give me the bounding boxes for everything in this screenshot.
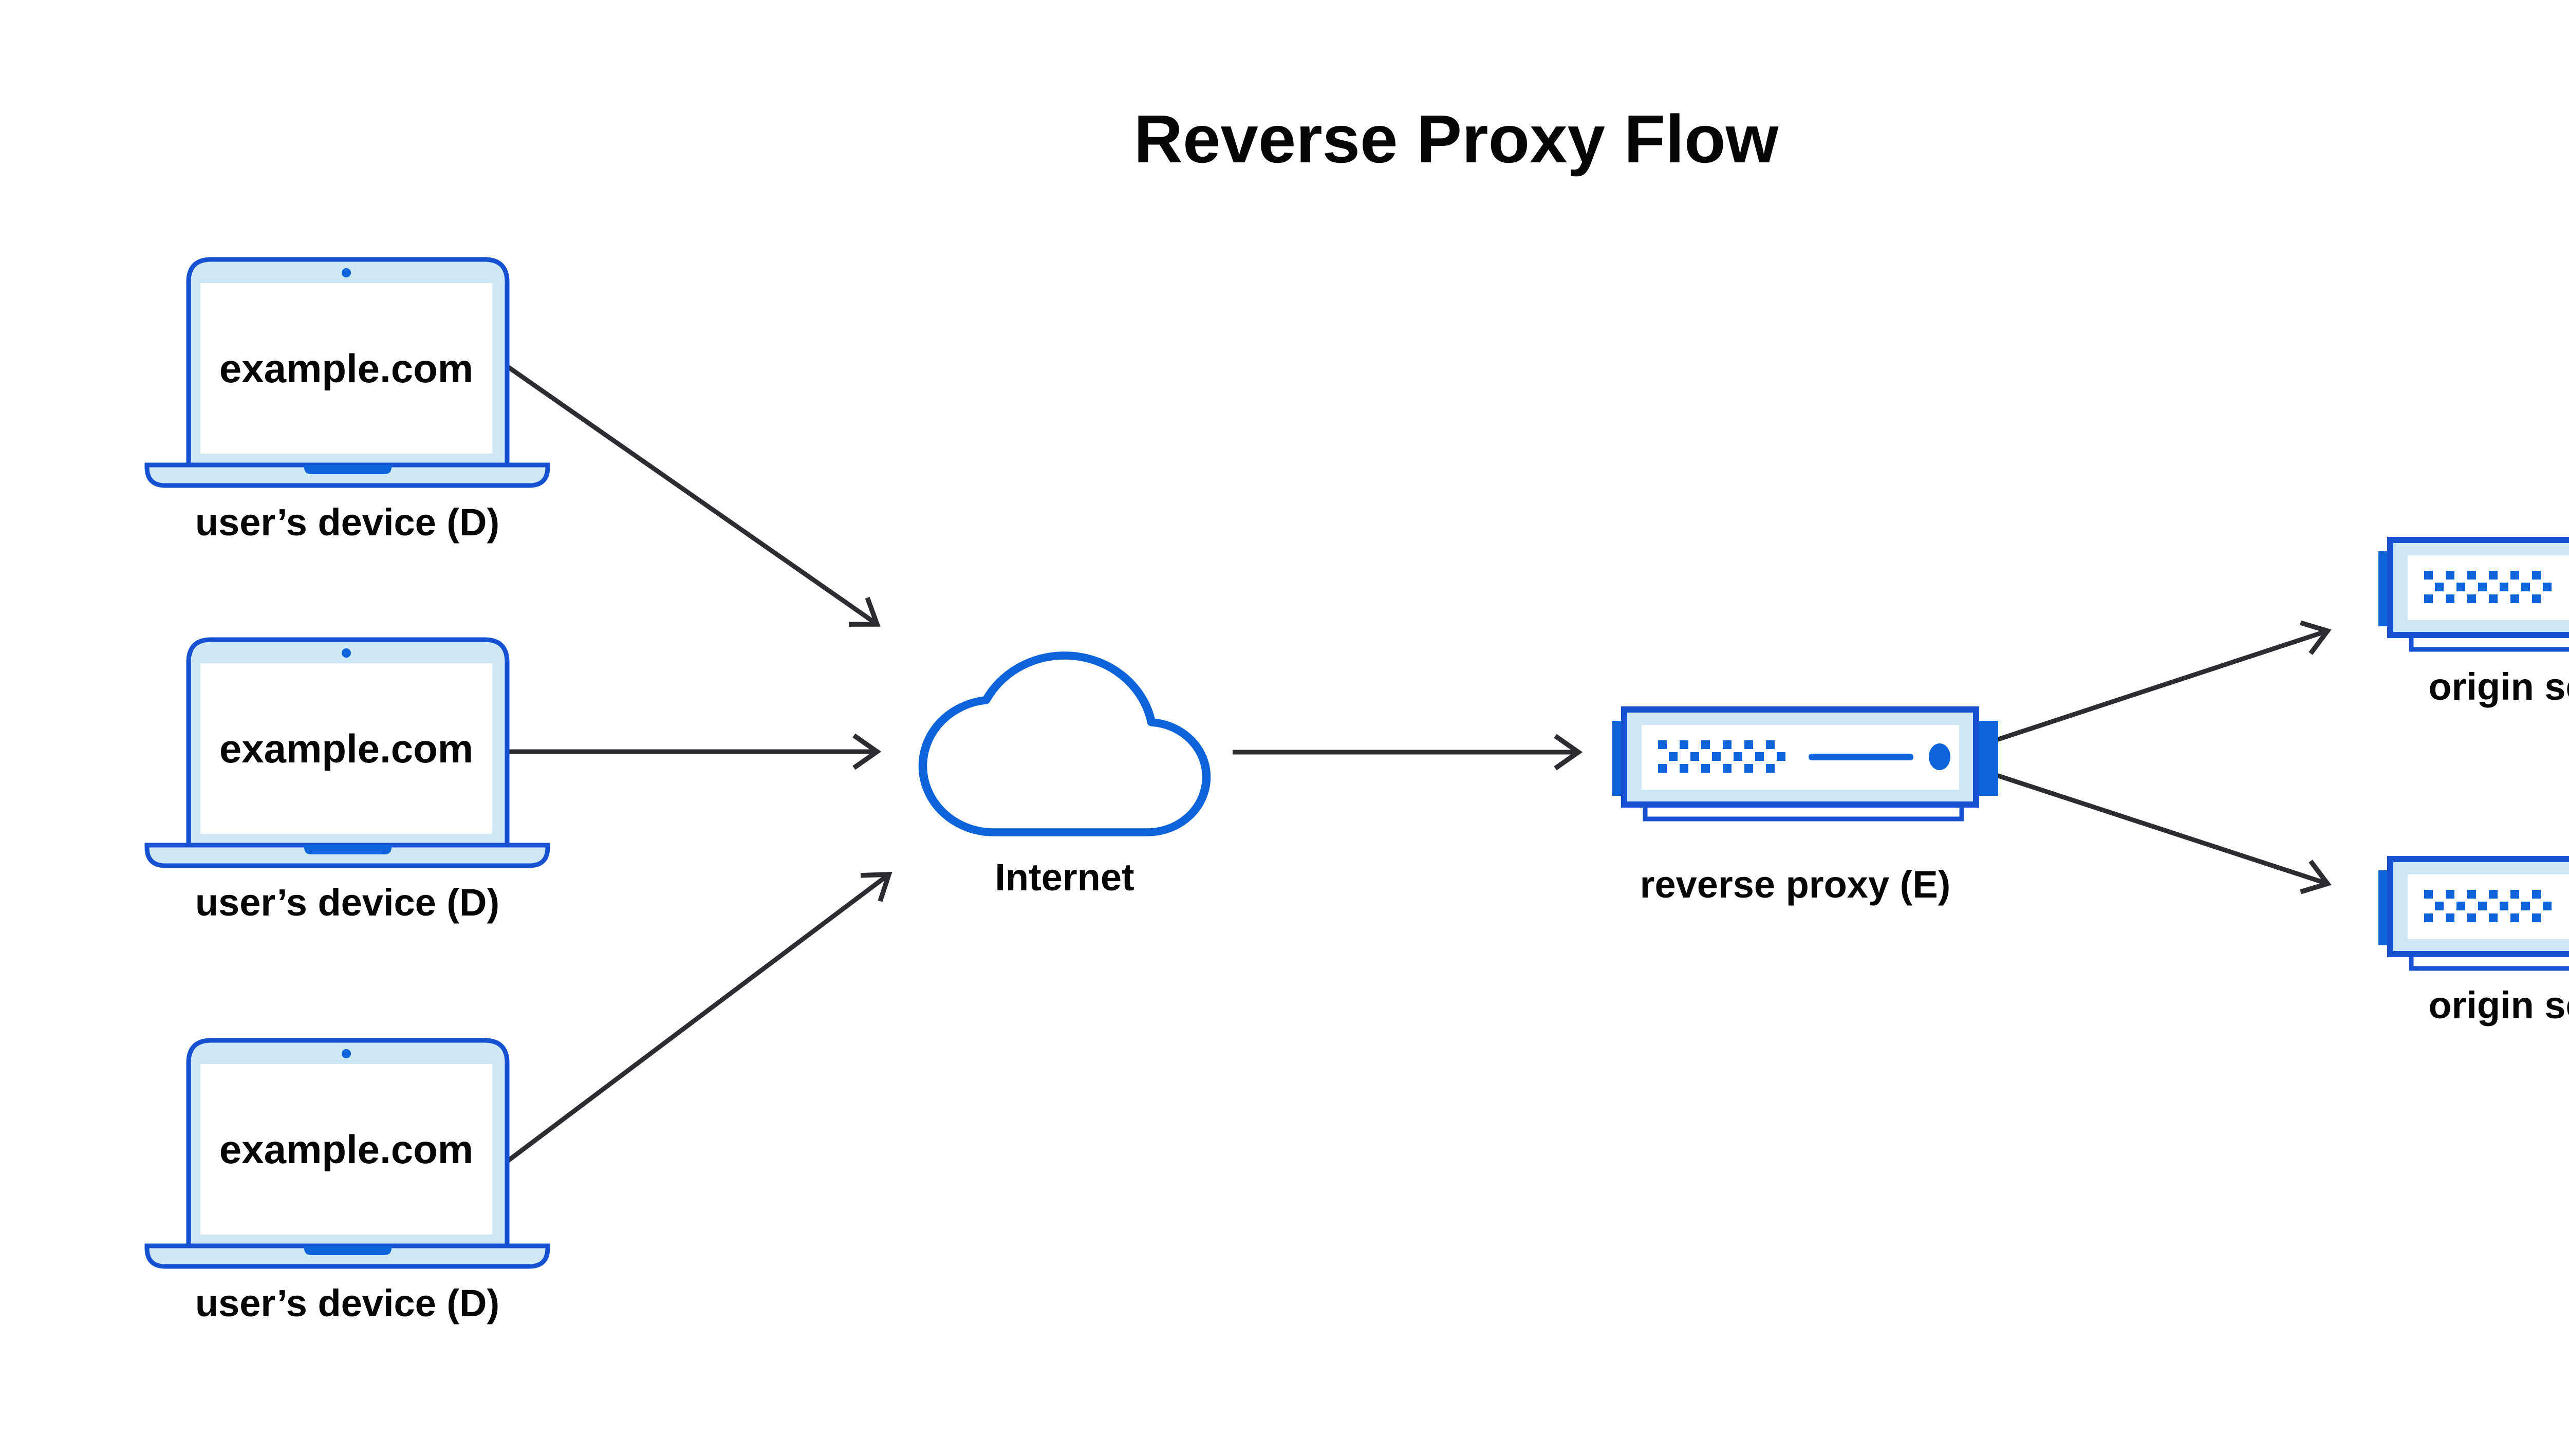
origin-server-label: origin server (F)	[2428, 665, 2569, 708]
internet-label: Internet	[995, 856, 1134, 899]
origin-server-label: origin server (F)	[2428, 984, 2569, 1026]
arrow-device1-to-internet	[506, 364, 881, 627]
arrow-proxy-to-origin2	[1993, 772, 2332, 894]
node-device-1: example.com user’s device (D)	[147, 259, 548, 544]
node-origin-server-1: origin server (F)	[2378, 540, 2569, 708]
arrow-proxy-to-origin1	[1993, 620, 2332, 743]
arrow-device3-to-internet	[502, 872, 892, 1166]
node-origin-server-2: origin server (F)	[2378, 859, 2569, 1026]
device-screen-text: example.com	[219, 1127, 473, 1172]
page-title: Reverse Proxy Flow	[1134, 101, 1779, 177]
device-screen-text: example.com	[219, 726, 473, 771]
reverse-proxy-label: reverse proxy (E)	[1640, 863, 1951, 906]
server-icon	[2378, 859, 2569, 968]
device-label: user’s device (D)	[195, 1282, 499, 1324]
cloud-icon	[923, 656, 1206, 832]
device-label: user’s device (D)	[195, 881, 499, 924]
server-icon	[1612, 710, 1998, 819]
server-icon	[2378, 540, 2569, 649]
edges	[502, 364, 2332, 1166]
node-device-2: example.com user’s device (D)	[147, 640, 548, 924]
node-internet: Internet	[923, 656, 1206, 899]
device-screen-text: example.com	[219, 346, 473, 391]
device-label: user’s device (D)	[195, 501, 499, 544]
node-reverse-proxy: reverse proxy (E)	[1612, 710, 1998, 906]
node-device-3: example.com user’s device (D)	[147, 1040, 548, 1324]
